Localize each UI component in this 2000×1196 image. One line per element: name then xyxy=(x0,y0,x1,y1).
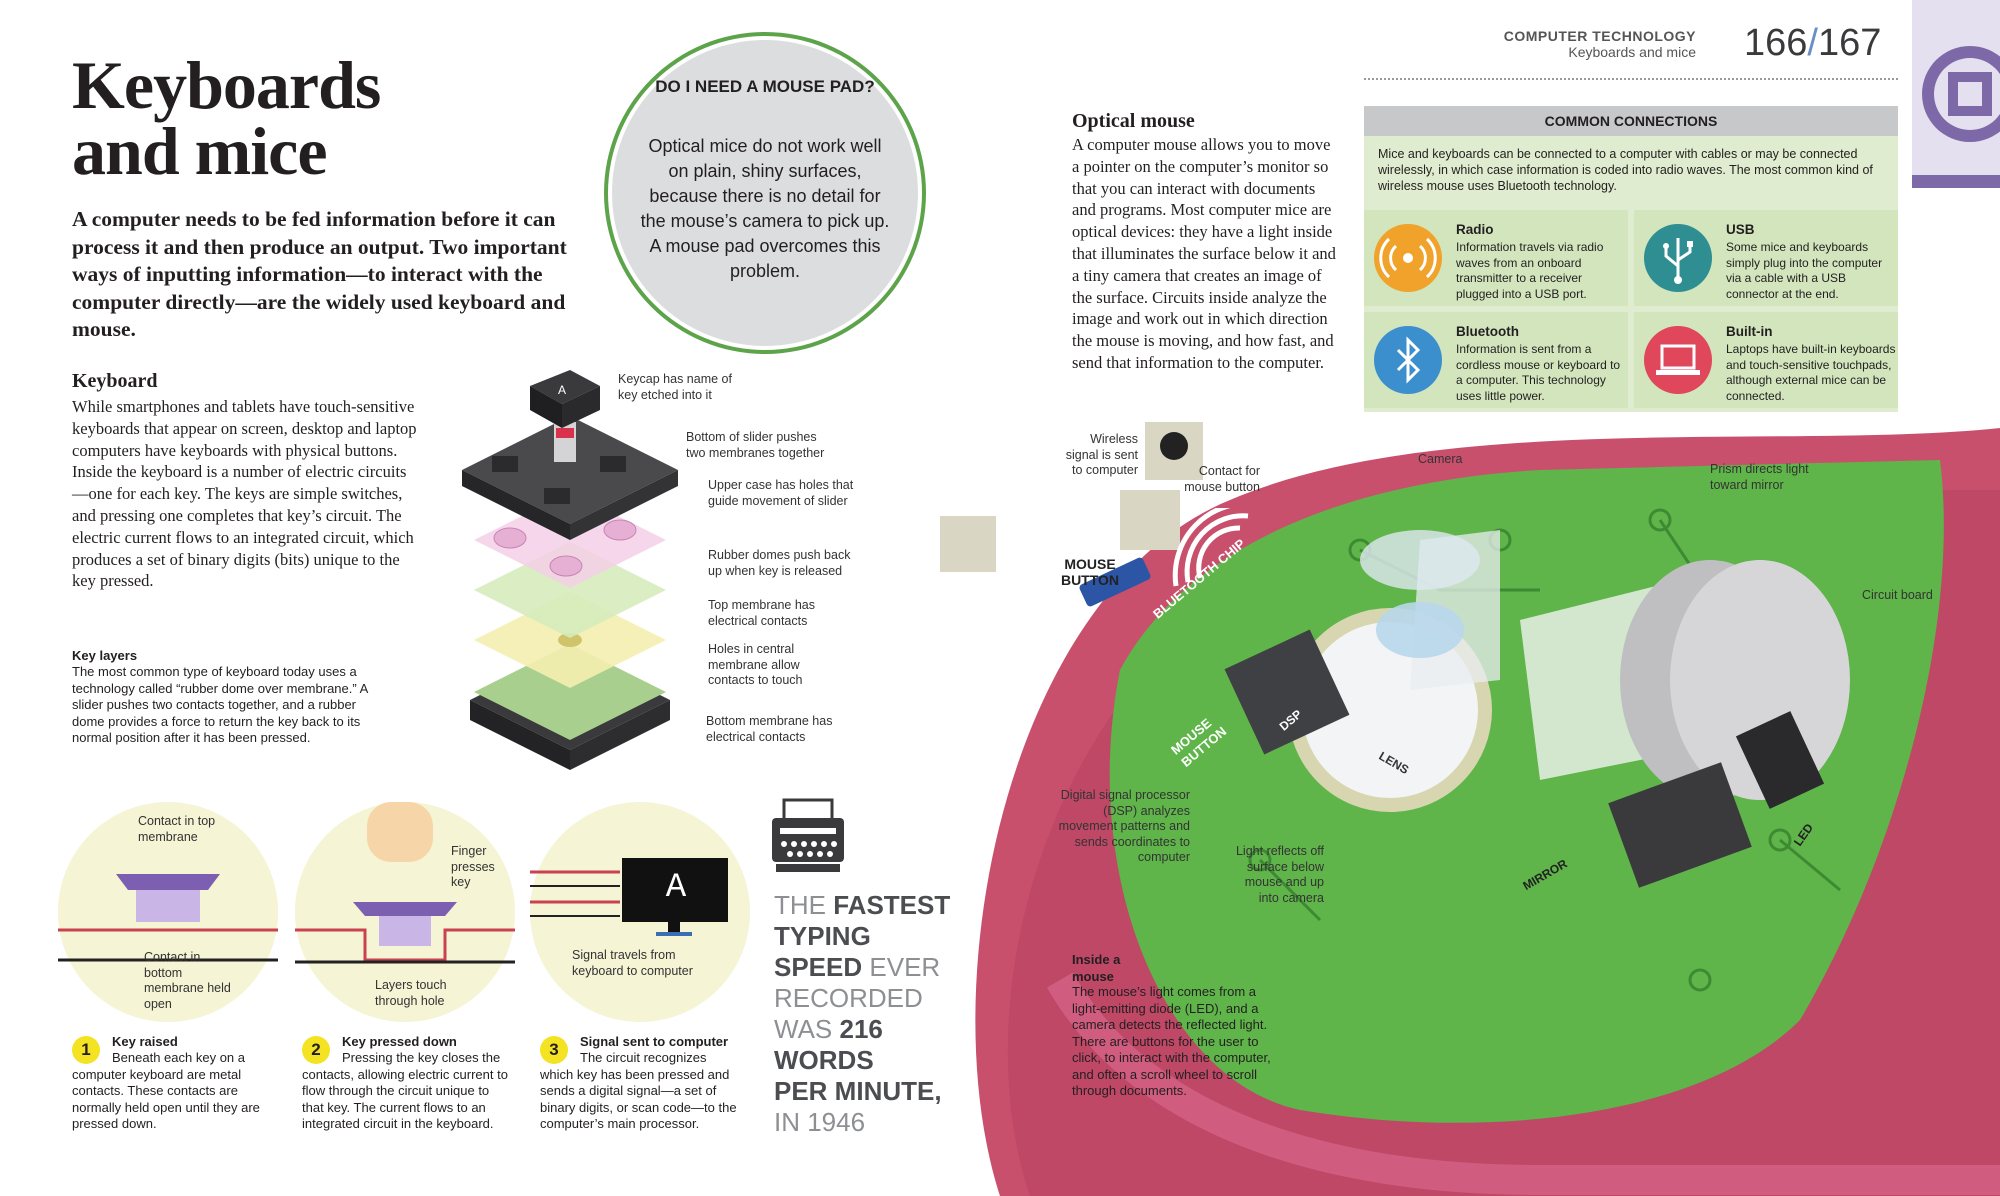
step-3-number: 3 xyxy=(540,1036,568,1064)
label-wireless: Wireless signal is sent to computer xyxy=(1065,432,1138,477)
step-3-body: The circuit recognizes which key has bee… xyxy=(540,1050,737,1131)
label-slider: Bottom of slider pushes two membranes to… xyxy=(686,430,825,460)
bottom-membrane-layer xyxy=(470,644,670,770)
top-membrane-layer xyxy=(474,542,666,638)
optical-mouse-heading: Optical mouse xyxy=(1072,110,1195,132)
connections-heading: COMMON CONNECTIONS xyxy=(1364,106,1898,136)
label-holes: Holes in central membrane allow contacts… xyxy=(708,642,803,687)
connection-built-in: Built-in Laptops have built-in keyboards… xyxy=(1634,312,1898,408)
bluetooth-body: Information is sent from a cordless mous… xyxy=(1456,342,1621,403)
built-in-title: Built-in xyxy=(1726,324,1773,339)
running-head: COMPUTER TECHNOLOGY Keyboards and mice xyxy=(1504,28,1696,60)
central-membrane-layer xyxy=(474,592,666,688)
mouse-pad-callout: DO I NEED A MOUSE PAD? Optical mice do n… xyxy=(612,40,918,346)
page-numbers: 166/167 xyxy=(1744,22,1882,64)
bluetooth-chip xyxy=(1079,557,1151,607)
label-top-membrane: Top membrane has electrical contacts xyxy=(708,598,816,628)
step-2-label-b: Layers touch through hole xyxy=(375,978,447,1008)
header-divider xyxy=(1364,78,1898,80)
connection-bluetooth: Bluetooth Information is sent from a cor… xyxy=(1364,312,1628,408)
step-2-illustration: Finger presses key Layers touch through … xyxy=(295,802,515,1022)
label-keycap: Keycap has name of key etched into it xyxy=(618,372,732,402)
screen-letter: A xyxy=(665,869,687,907)
page-title: Keyboards and mice xyxy=(72,47,381,189)
built-in-body: Laptops have built-in keyboards and touc… xyxy=(1726,342,1896,403)
usb-title: USB xyxy=(1726,222,1755,237)
label-circuit-board: Circuit board xyxy=(1862,588,1933,602)
running-head-topic: Keyboards and mice xyxy=(1568,44,1696,60)
label-light-reflects: Light reflects off surface below mouse a… xyxy=(1235,844,1324,905)
bluetooth-icon xyxy=(1374,326,1442,394)
radio-body: Information travels via radio waves from… xyxy=(1456,240,1604,301)
keyboard-heading: Keyboard xyxy=(72,370,158,392)
upper-case-layer xyxy=(462,416,678,540)
key-layers-diagram: A xyxy=(462,370,678,770)
step-3-label-a: Signal travels from keyboard to computer xyxy=(572,948,693,978)
dsp-chip xyxy=(1224,629,1350,755)
mouse-illustration xyxy=(940,422,2000,1196)
running-head-section: COMPUTER TECHNOLOGY xyxy=(1503,28,1696,44)
mouse-pad-body: Optical mice do not work well on plain, … xyxy=(640,136,890,281)
key-layers-heading: Key layers xyxy=(72,648,138,663)
laptop-icon xyxy=(1644,326,1712,394)
corner-bar xyxy=(1912,175,2000,188)
step-3-illustration: A Signal travels from keyboard to comput… xyxy=(530,802,750,1022)
connection-usb: USB Some mice and keyboards simply plug … xyxy=(1634,210,1898,306)
label-contact: Contact for mouse button xyxy=(1184,464,1260,494)
fastest-typing-fact: THE FASTEST TYPING SPEED EVER RECORDED W… xyxy=(774,890,951,1137)
label-camera: Camera xyxy=(1418,452,1463,466)
step-1-label-a: Contact in top membrane xyxy=(138,814,216,844)
step-1-illustration: Contact in top membrane Contact in botto… xyxy=(58,802,278,1022)
label-upper-case: Upper case has holes that guide movement… xyxy=(708,478,854,508)
optical-mouse-body: A computer mouse allows you to move a po… xyxy=(1072,135,1336,372)
inside-mouse-heading: Inside a mouse xyxy=(1072,952,1121,984)
common-connections-panel: COMMON CONNECTIONS Mice and keyboards ca… xyxy=(1364,106,1898,412)
usb-icon xyxy=(1644,224,1712,292)
step-2-label-a: Finger presses key xyxy=(451,844,495,889)
usb-body: Some mice and keyboards simply plug into… xyxy=(1726,240,1883,301)
step-1-title: Key raised xyxy=(112,1034,178,1049)
step-3-title: Signal sent to computer xyxy=(580,1034,729,1049)
inside-mouse-body: The mouse’s light comes from a light-emi… xyxy=(1072,984,1271,1098)
label-domes: Rubber domes push back up when key is re… xyxy=(708,548,851,578)
keycap-letter: A xyxy=(558,383,566,397)
typewriter-icon xyxy=(772,798,844,872)
label-dsp-description: Digital signal processor (DSP) analyzes … xyxy=(1058,788,1190,864)
step-2-number: 2 xyxy=(302,1036,330,1064)
label-mouse-button: MOUSE BUTTON xyxy=(1060,556,1120,588)
radio-title: Radio xyxy=(1456,222,1494,237)
wireless-signal-icon xyxy=(1172,508,1249,587)
label-prism: Prism directs light toward mirror xyxy=(1710,462,1809,492)
intro-paragraph: A computer needs to be fed information b… xyxy=(72,207,567,341)
step-2-body: Pressing the key closes the contacts, al… xyxy=(302,1050,508,1131)
keyboard-body: While smartphones and tablets have touch… xyxy=(72,397,417,591)
step-1-number: 1 xyxy=(72,1036,100,1064)
key-layers-body: The most common type of keyboard today u… xyxy=(72,664,368,745)
chip-gear-icon xyxy=(1922,46,2000,142)
connections-intro: Mice and keyboards can be connected to a… xyxy=(1378,147,1873,193)
step-1-body: Beneath each key on a computer keyboard … xyxy=(72,1050,260,1131)
step-1-label-b: Contact in bottom membrane held open xyxy=(144,950,231,1011)
mouse-pad-title: DO I NEED A MOUSE PAD? xyxy=(655,77,875,96)
connection-radio: Radio Information travels via radio wave… xyxy=(1364,210,1628,306)
bluetooth-title: Bluetooth xyxy=(1456,324,1519,339)
label-bottom-membrane: Bottom membrane has electrical contacts xyxy=(706,714,833,744)
step-2-title: Key pressed down xyxy=(342,1034,457,1049)
keycap: A xyxy=(530,370,600,462)
radio-waves-icon xyxy=(1374,224,1442,292)
